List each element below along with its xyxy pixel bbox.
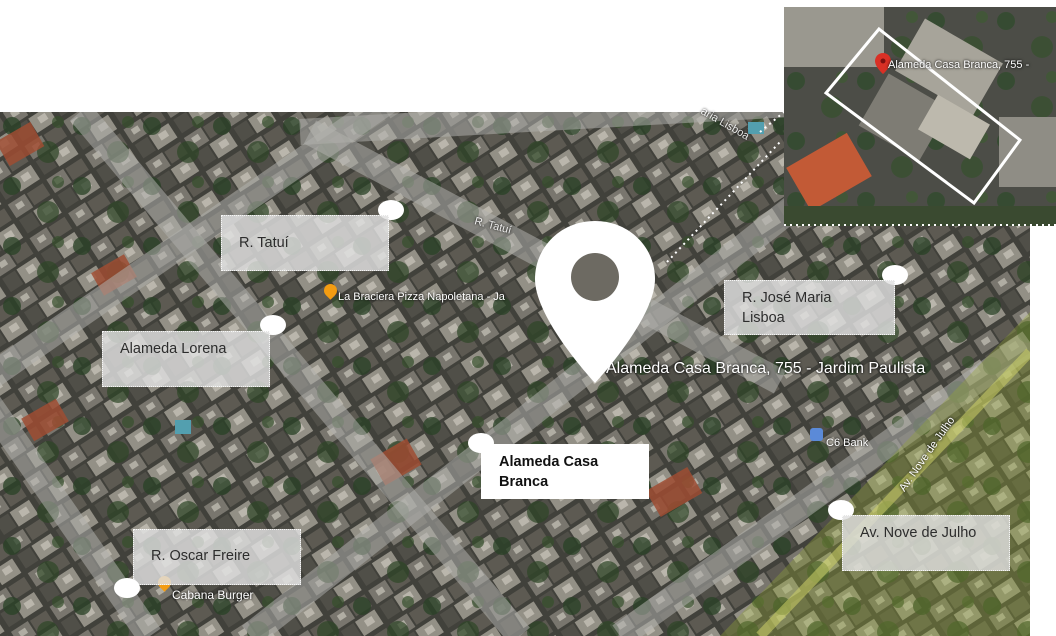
marker-dot-oscar-freire[interactable] (114, 578, 140, 598)
label-av-nove-de-julho[interactable]: Av. Nove de Julho (842, 515, 1010, 571)
label-r-jose-maria-lisboa[interactable]: R. José Maria Lisboa (724, 280, 895, 335)
main-address-label: Alameda Casa Branca, 755 - Jardim Paulis… (606, 360, 926, 377)
inset-address-label: Alameda Casa Branca, 755 - (888, 59, 1030, 71)
marker-dot-lorena[interactable] (260, 315, 286, 335)
poi-c6-bank[interactable]: C6 Bank (826, 437, 869, 449)
label-r-tatui[interactable]: R. Tatuí (221, 215, 389, 271)
right-margin (1030, 226, 1056, 636)
inset-satellite-view[interactable]: Alameda Casa Branca, 755 - (784, 7, 1056, 226)
location-pin-icon[interactable] (533, 219, 657, 385)
poi-la-braciera[interactable]: La Braciera Pizza Napoletana - Ja (338, 291, 505, 303)
label-r-oscar-freire[interactable]: R. Oscar Freire (133, 529, 301, 585)
label-alameda-casa-branca[interactable]: Alameda Casa Branca (481, 444, 649, 499)
label-alameda-lorena[interactable]: Alameda Lorena (102, 331, 270, 387)
poi-cabana-burger[interactable]: Cabana Burger (172, 588, 254, 602)
bank-poi-icon[interactable] (810, 428, 823, 441)
